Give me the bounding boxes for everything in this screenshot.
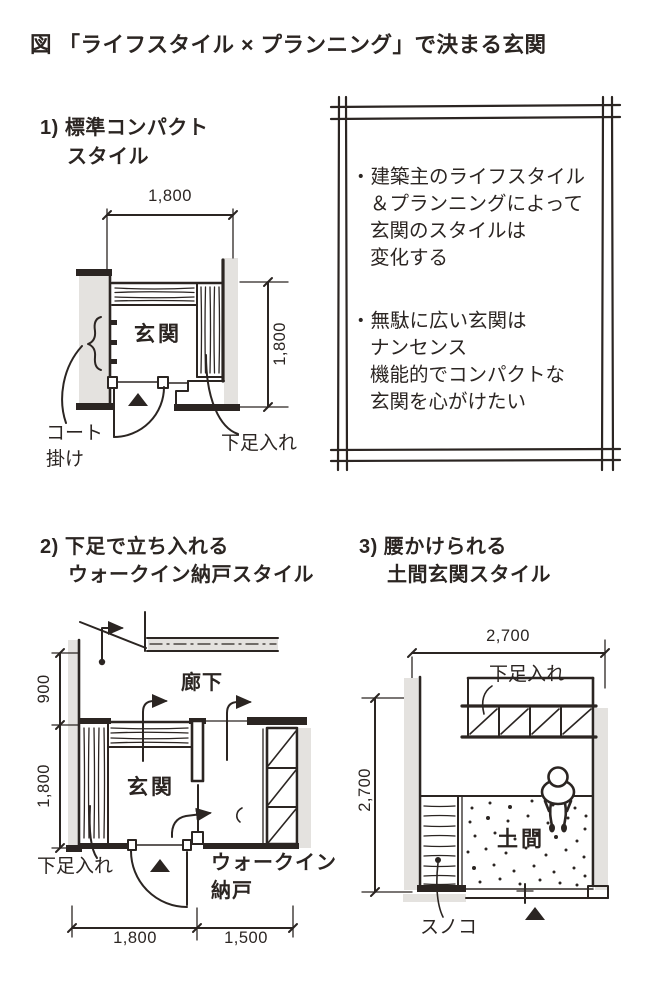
- plan2-shoe-label: 下足入れ: [37, 856, 114, 877]
- note-bullet2-line3: 機能的でコンパクトな: [370, 364, 566, 386]
- plan3-dim-left: [361, 693, 413, 897]
- note-bullet1-line1: ・建築主のライフスタイル: [351, 166, 586, 188]
- plan1-shoe-cabinet: [196, 283, 224, 378]
- plan3-shoe-leader: [481, 685, 493, 715]
- plan3-sunoko-slats: [423, 796, 463, 889]
- plan3-heading-line2: 土間玄関スタイル: [387, 564, 551, 586]
- plan1-heading-line2: スタイル: [67, 146, 149, 168]
- plan1-heading-line1: 1) 標準コンパクト: [40, 117, 209, 139]
- plan1-dim-width-label: 1,800: [148, 187, 192, 205]
- plan3-floorplan: [361, 639, 610, 920]
- plan2-stair-arrow: [79, 621, 147, 666]
- plan2-heading-line1: 2) 下足で立ち入れる: [40, 536, 229, 558]
- plan1-coat-label-line1: コート: [46, 423, 104, 444]
- note-bullet1-line2: ＆プランニングによって: [370, 193, 583, 215]
- plan2-partition-door: [189, 718, 248, 845]
- plan1-left-wall-cap: [76, 269, 112, 276]
- note-bullet1-line3: 玄関のスタイルは: [370, 220, 527, 242]
- plan2-dims-left: [51, 648, 80, 853]
- plan3-dim-top-label: 2,700: [486, 627, 530, 645]
- plan3-shoe-cabinet: [460, 704, 598, 739]
- note-bullet2-line4: 玄関を心がけたい: [370, 391, 527, 413]
- plan1-entrance-marker: [128, 393, 148, 406]
- plan2-floorplan: [51, 611, 311, 941]
- plan3-bottom-wall: [403, 883, 609, 904]
- plan2-shoe-leader: [88, 805, 98, 859]
- plan3-shoe-label: 下足入れ: [489, 664, 566, 685]
- plan2-dim-left-top-label: 900: [35, 674, 54, 704]
- plan1-entry-door: [107, 376, 189, 438]
- plan1-dim-width: [102, 208, 238, 273]
- plan1-dim-height: [239, 277, 289, 412]
- plan1-floorplan: [61, 208, 289, 438]
- plan2-flow-arrows: [142, 694, 252, 838]
- plan1-coat-leader: [61, 345, 83, 424]
- plan1-hall-edge-hatch: [110, 281, 224, 306]
- plan2-room-label: 玄関: [127, 776, 175, 799]
- plan3-room-label: 土間: [497, 828, 545, 851]
- plan2-dim-bottom-left-label: 1,800: [113, 929, 157, 947]
- note-bullet1-line4: 変化する: [370, 247, 449, 269]
- note-box-bullet2: ・無駄に広い玄関は ナンセンス 機能的でコンパクトな 玄関を心がけたい: [351, 308, 601, 416]
- plan3-dim-left-label: 2,700: [356, 768, 375, 812]
- plan3-doma-stipple: [466, 799, 588, 887]
- plan2-hall-edge-hatch: [106, 720, 193, 748]
- plan2-shoe-cabinet: [78, 718, 111, 844]
- plan2-dims-bottom: [67, 905, 298, 941]
- plan1-coat-hooks: [87, 316, 117, 371]
- plan1-dim-height-label: 1,800: [271, 322, 290, 366]
- plan1-shoe-leader: [205, 354, 239, 435]
- plan2-closet-label-line2: 納戸: [211, 880, 253, 902]
- plan2-entry-door: [78, 839, 299, 908]
- plan2-heading-line2: ウォークイン納戸スタイル: [68, 564, 314, 586]
- plan3-sunoko-leader: [436, 862, 444, 918]
- plan1-shoe-label: 下足入れ: [221, 433, 298, 454]
- plan1-coat-label-line2: 掛け: [46, 449, 85, 470]
- figure-title: 図 「ライフスタイル × プランニング」で決まる玄関: [30, 33, 547, 57]
- note-box-frame: [329, 95, 622, 472]
- plan3-entrance-marker: [525, 907, 545, 920]
- plan3-seated-person: [540, 766, 576, 833]
- plan2-entrance-marker: [150, 859, 170, 872]
- note-box: ・建築主のライフスタイル ＆プランニングによって 玄関のスタイルは 変化する: [351, 164, 601, 272]
- plan2-corridor-label: 廊下: [181, 672, 223, 694]
- plan2-corridor-band: [144, 611, 279, 652]
- plan2-door-handle: [236, 807, 243, 823]
- plan2-closet-shelves: [236, 717, 311, 848]
- note-bullet2-line2: ナンセンス: [370, 337, 468, 359]
- plan3-heading-line1: 3) 腰かけられる: [359, 536, 507, 558]
- plan2-dim-bottom-right-label: 1,500: [224, 929, 268, 947]
- plan3-sunoko-label: スノコ: [420, 917, 478, 938]
- plan2-dim-left-bottom-label: 1,800: [35, 764, 54, 808]
- plan1-room-label: 玄関: [134, 323, 182, 346]
- plan2-closet-label-line1: ウォークイン: [211, 852, 337, 874]
- note-bullet2-line1: ・無駄に広い玄関は: [351, 310, 527, 332]
